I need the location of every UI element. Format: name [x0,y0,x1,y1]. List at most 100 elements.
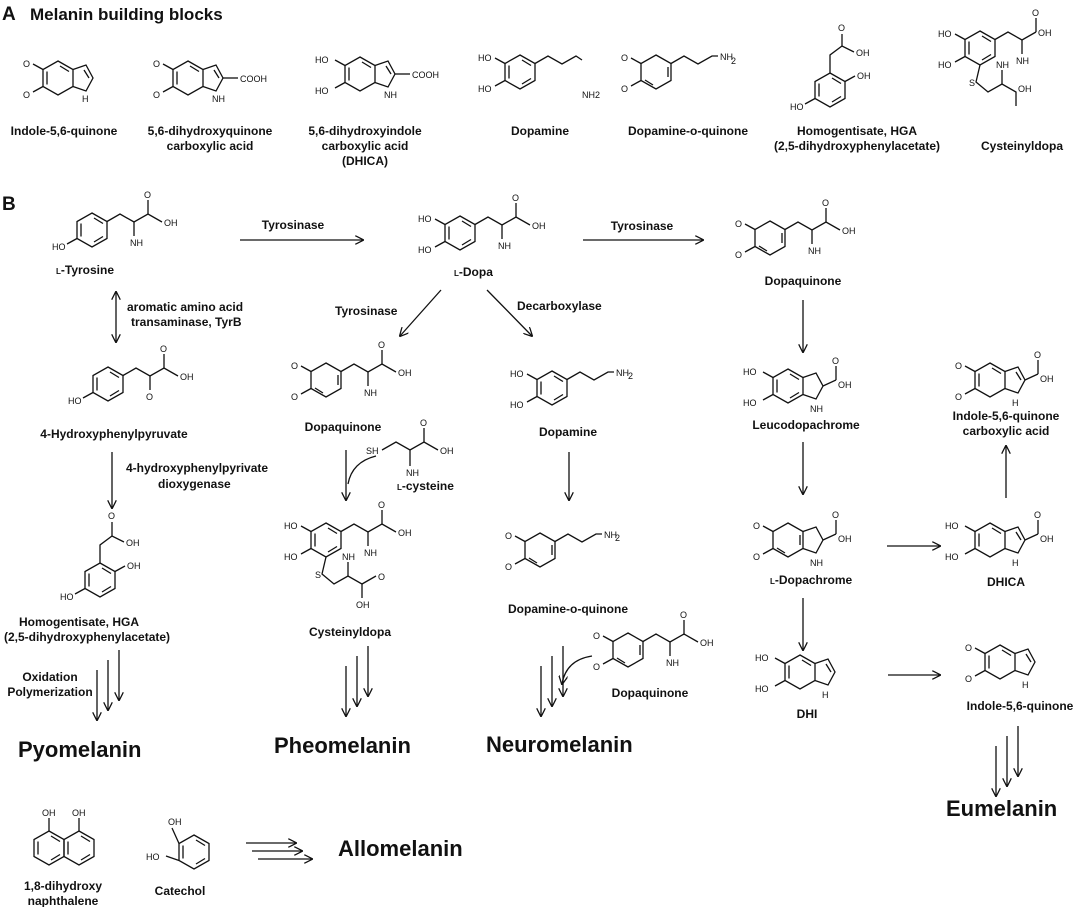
structure-dopamine-top: HO HO NH [478,53,595,100]
svg-text:OH: OH [838,534,852,544]
svg-text:O: O [822,198,829,208]
svg-text:NH: NH [342,552,355,562]
svg-text:SH: SH [366,446,379,456]
structure-cysteinyldopa-top: HO HO S OH O NH NH OH [938,8,1052,106]
block-label-dhq-carboxylic-2: carboxylic acid [167,139,254,153]
structure-dhica-top: HO HO NH COOH [315,55,439,100]
block-label-hga-1: Homogentisate, HGA [797,124,917,138]
svg-text:O: O [512,193,519,203]
block-label-dhica-3: (DHICA) [342,154,388,168]
svg-text:O: O [505,531,512,541]
svg-text:H: H [82,94,89,104]
svg-text:COOH: COOH [240,74,267,84]
block-label-indole-quinone: Indole-5,6-quinone [11,124,118,138]
svg-text:O: O [378,500,385,510]
structure-indole-quinone: O O H [965,643,1036,690]
structure-dopaquinone-low: O O NH O OH [593,610,714,672]
svg-text:OH: OH [398,528,412,538]
svg-text:H: H [1012,558,1019,568]
svg-text:O: O [621,84,628,94]
doq-mid-nh2-sub: 2 [615,533,620,543]
svg-text:OH: OH [398,368,412,378]
svg-text:OH: OH [440,446,454,456]
svg-text:O: O [160,344,167,354]
svg-text:HO: HO [478,84,492,94]
svg-text:O: O [378,340,385,350]
label-dihydroxy-naphthalene-2: naphthalene [28,894,99,907]
svg-text:O: O [735,219,742,229]
structure-dhi: HO HO H [755,653,836,700]
structure-hga: HO OH O OH [60,511,141,602]
block-label-dhica-1: 5,6-dihydroxyindole [308,124,422,138]
arrows-allomelanin [246,843,312,859]
svg-text:OH: OH [168,817,182,827]
label-polymerization: Polymerization [7,685,92,699]
structure-dopaquinone-mid: O O NH O OH [291,340,412,402]
svg-text:HO: HO [938,29,952,39]
structure-dihydroxyquinone-carboxylic-acid: O O NH COOH [153,59,267,104]
svg-text:O: O [955,392,962,402]
label-dhica: DHICA [987,575,1025,589]
block-label-dopamine: Dopamine [511,124,569,138]
svg-text:O: O [593,662,600,672]
label-oxidation: Oxidation [22,670,77,684]
doq-top-nh2-sub: 2 [731,56,736,66]
svg-text:NH: NH [996,60,1009,70]
svg-text:NH: NH [212,94,225,104]
arrow-dopa-to-dopamine [486,289,532,336]
svg-text:O: O [291,392,298,402]
structure-dopamine-o-quinone-top: O O NH [621,52,733,94]
svg-text:O: O [753,521,760,531]
svg-text:NH: NH [720,52,733,62]
structure-catechol: OH HO [146,817,210,870]
enzyme-transaminase-2: transaminase, TyrB [131,315,242,329]
svg-text:O: O [838,23,845,33]
svg-text:O: O [593,631,600,641]
svg-text:NH: NH [808,246,821,256]
svg-text:O: O [1034,510,1041,520]
svg-text:HO: HO [743,398,757,408]
label-l-dopa: L-Dopa [454,265,493,279]
svg-text:S: S [969,78,975,88]
structure-indole-quinone-carboxylic-acid: O O H O OH [955,350,1054,408]
label-l-cysteine: L-cysteine [397,479,454,493]
enzyme-tyrosinase-2: Tyrosinase [611,219,674,233]
svg-text:HO: HO [938,60,952,70]
svg-text:OH: OH [856,48,870,58]
arrows-eumelanin [996,726,1018,796]
svg-text:HO: HO [478,53,492,63]
label-hga-2: (2,5-dihydroxyphenylacetate) [4,630,170,644]
block-label-dhica-2: carboxylic acid [322,139,409,153]
svg-text:OH: OH [42,808,56,818]
svg-text:NH: NH [582,90,595,100]
enzyme-tyrosinase-3: Tyrosinase [335,304,398,318]
label-dihydroxy-naphthalene-1: 1,8-dihydroxy [24,879,102,893]
svg-text:O: O [680,610,687,620]
label-iq-carboxylic-1: Indole-5,6-quinone [953,409,1060,423]
svg-text:OH: OH [1040,534,1054,544]
svg-text:OH: OH [838,380,852,390]
dopamine-mid-nh2-sub: 2 [628,371,633,381]
svg-text:O: O [1032,8,1039,18]
svg-text:OH: OH [1038,28,1052,38]
svg-text:NH: NH [604,530,617,540]
svg-text:OH: OH [857,71,871,81]
svg-text:NH: NH [1016,56,1029,66]
svg-text:HO: HO [755,653,769,663]
svg-text:O: O [753,552,760,562]
svg-text:OH: OH [127,561,141,571]
block-label-cysteinyldopa: Cysteinyldopa [981,139,1063,153]
structure-hga-top: HO OH O OH [790,23,871,112]
svg-text:HO: HO [68,396,82,406]
svg-text:NH: NH [364,548,377,558]
structure-dopamine-o-quinone: O O NH [505,530,617,572]
svg-text:HO: HO [315,86,329,96]
svg-text:O: O [965,643,972,653]
svg-text:O: O [955,361,962,371]
svg-text:O: O [832,510,839,520]
structure-l-dopa: HO HO NH O OH [418,193,546,255]
svg-text:NH: NH [130,238,143,248]
svg-text:NH: NH [498,241,511,251]
label-hga-1: Homogentisate, HGA [19,615,139,629]
